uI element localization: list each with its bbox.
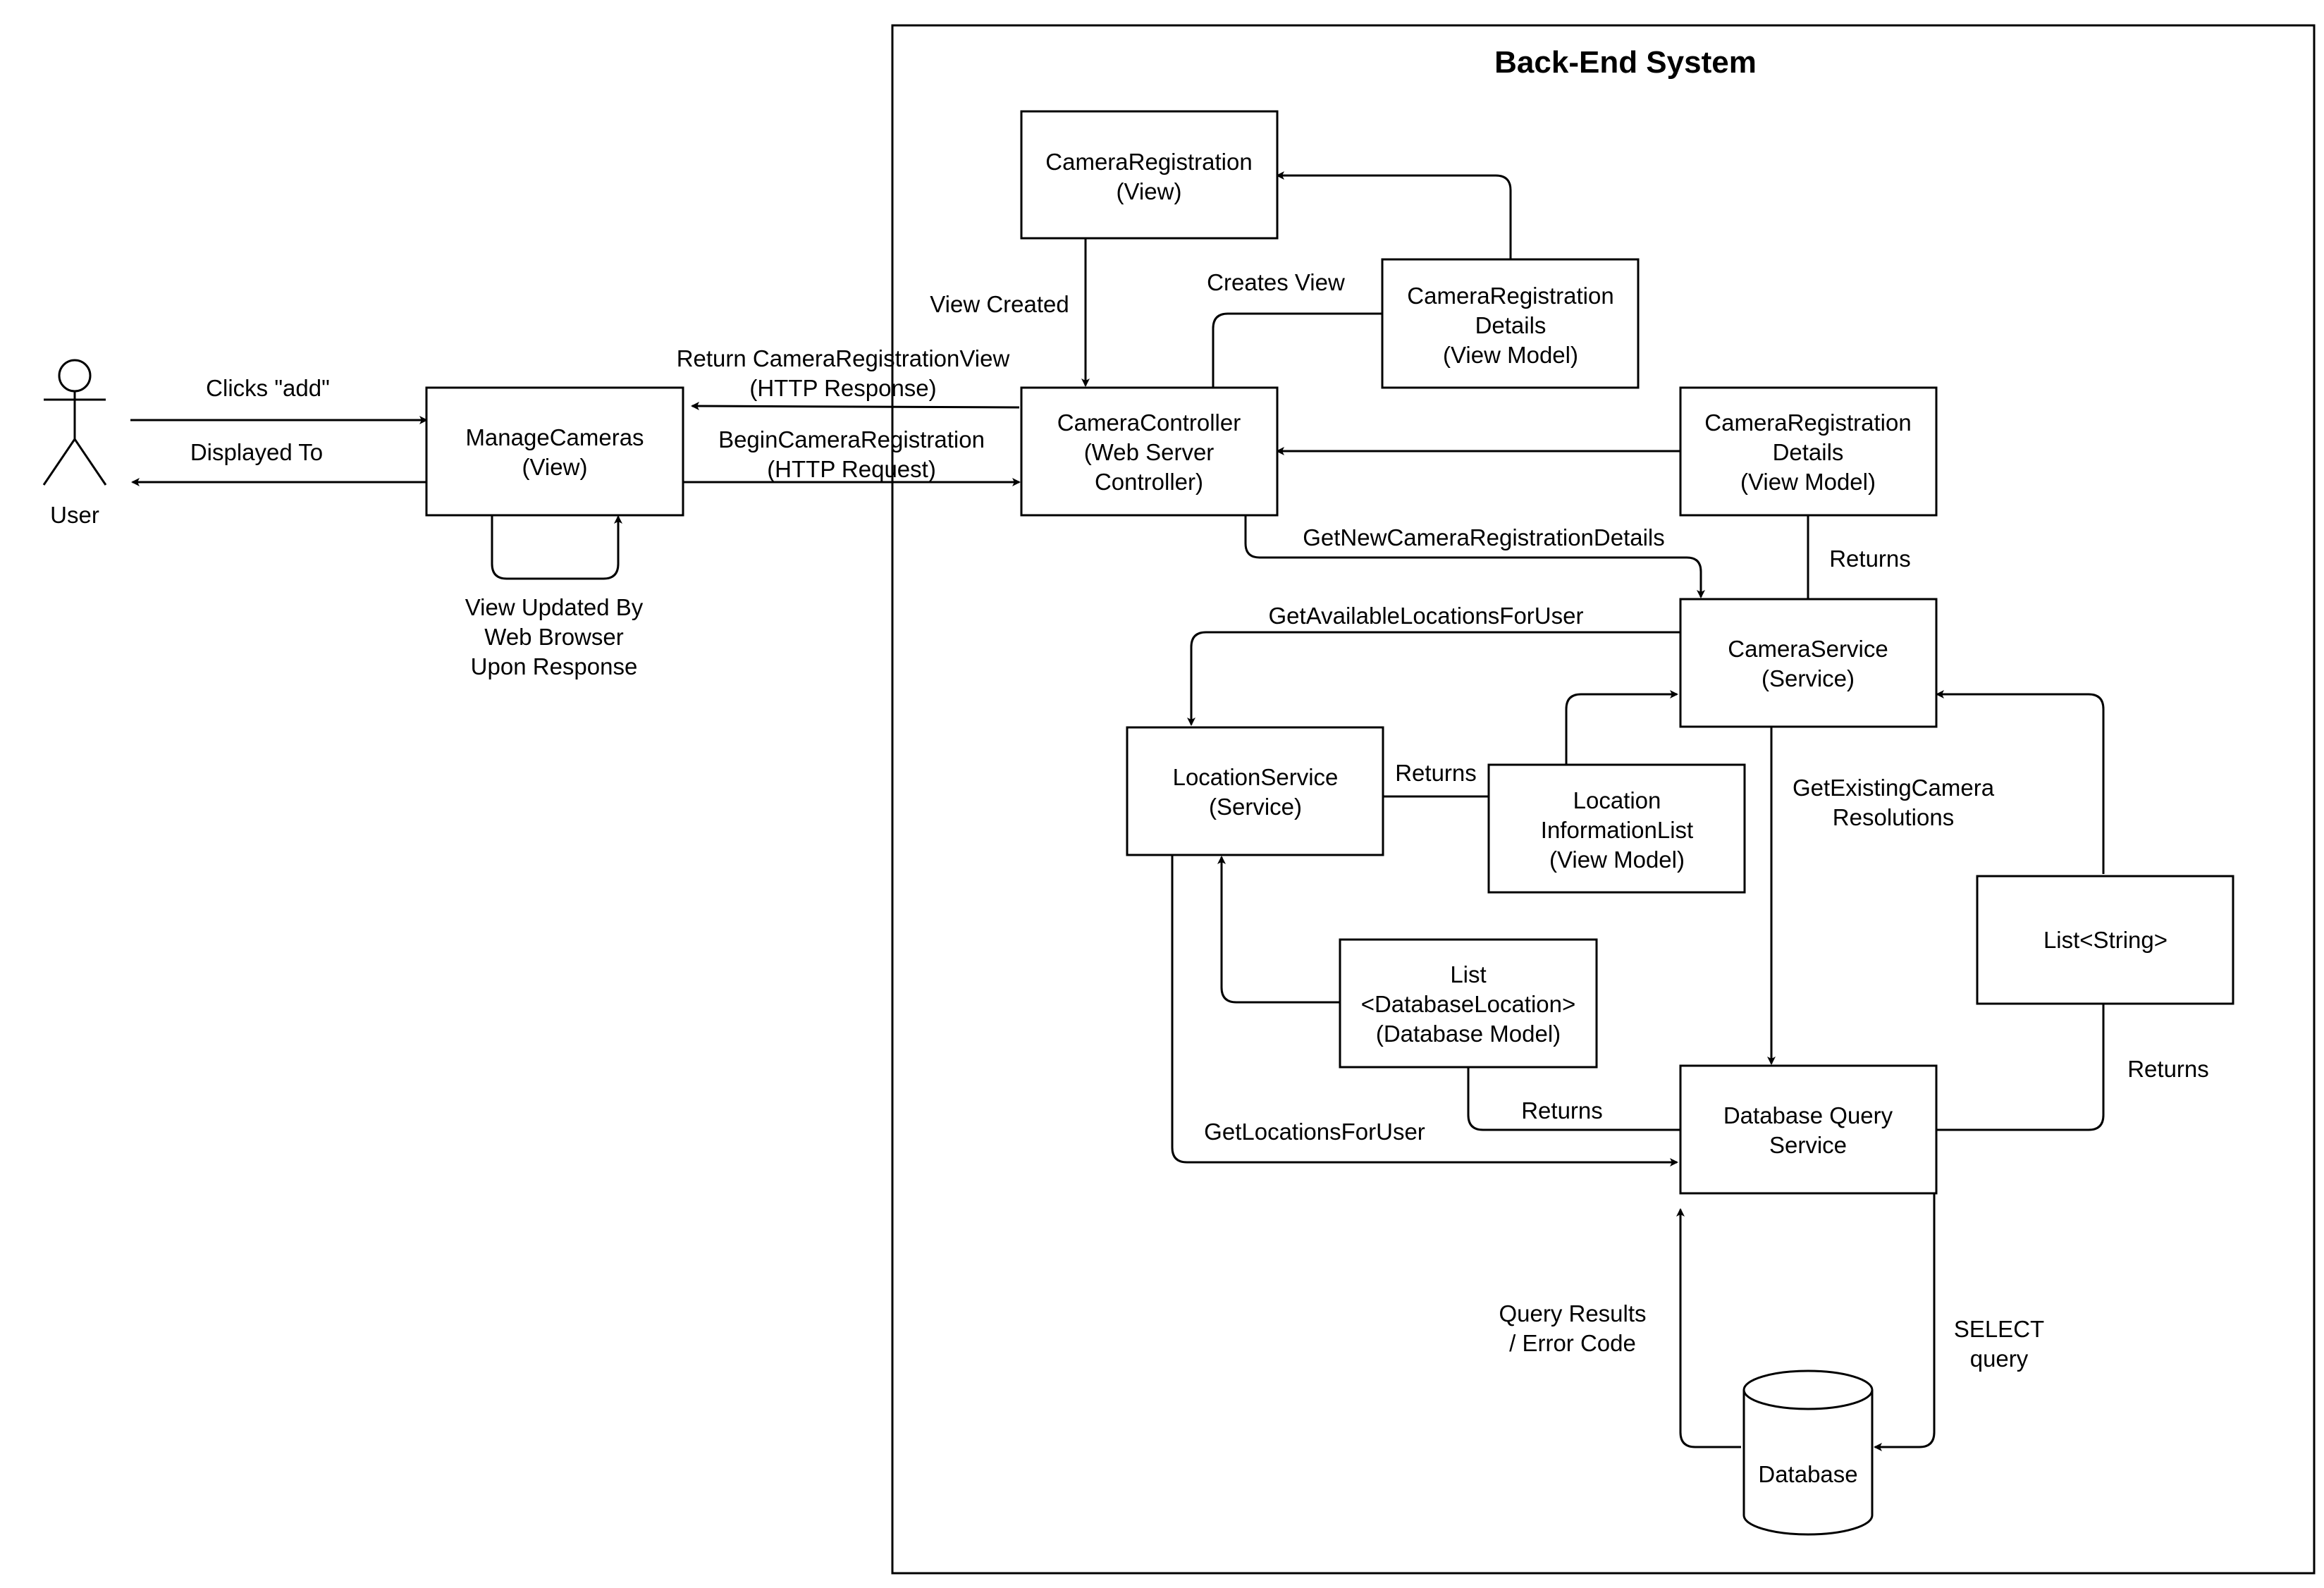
- node-camera-registration-details-mid: CameraRegistration Details (View Model): [1679, 386, 1938, 517]
- edge-creates-view: [1212, 312, 1382, 387]
- svg-text:(Service): (Service): [1762, 665, 1855, 691]
- node-camera-registration-view: CameraRegistration (View): [1020, 110, 1279, 240]
- node-location-information-list: Location InformationList (View Model): [1487, 763, 1746, 894]
- svg-text:CameraRegistration: CameraRegistration: [1704, 410, 1911, 436]
- edge-get-available-locations: [1187, 631, 1680, 726]
- svg-text:List: List: [1450, 961, 1486, 987]
- svg-text:List<String>: List<String>: [2043, 927, 2168, 953]
- svg-text:Location: Location: [1573, 787, 1661, 813]
- label-returns-strings: Returns: [2127, 1056, 2209, 1082]
- svg-text:(Database Model): (Database Model): [1376, 1021, 1561, 1047]
- node-camera-registration-details-top: CameraRegistration Details (View Model): [1381, 258, 1640, 389]
- label-select-query-line2: query: [1970, 1346, 2029, 1372]
- label-begin-registration-line2: (HTTP Request): [767, 456, 936, 482]
- edge-list-string-to-camera-service: [1936, 690, 2105, 874]
- svg-text:ManageCameras: ManageCameras: [465, 424, 644, 450]
- edge-location-list-to-camera-service: [1565, 690, 1678, 768]
- svg-text:(View Model): (View Model): [1549, 847, 1685, 873]
- label-get-existing-resolutions-line2: Resolutions: [1833, 804, 1954, 830]
- label-return-view-line2: (HTTP Response): [749, 375, 936, 401]
- label-view-created: View Created: [930, 291, 1069, 317]
- label-select-query-line1: SELECT: [1954, 1316, 2044, 1342]
- user-actor-label: User: [50, 502, 99, 528]
- user-actor: User: [42, 359, 107, 528]
- label-returns-details: Returns: [1829, 546, 1911, 572]
- edge-select-query: [1874, 1193, 1936, 1451]
- edge-db-locations-to-location-service: [1217, 856, 1340, 1004]
- svg-text:(Web Server: (Web Server: [1084, 439, 1215, 465]
- node-manage-cameras: ManageCameras (View): [425, 386, 684, 517]
- edge-returns-db-locations: [1467, 1066, 1680, 1131]
- svg-text:CameraController: CameraController: [1057, 410, 1241, 436]
- label-displayed-to: Displayed To: [190, 439, 323, 465]
- node-list-database-location: List <DatabaseLocation> (Database Model): [1339, 938, 1598, 1069]
- svg-text:(View Model): (View Model): [1443, 342, 1578, 368]
- svg-text:CameraRegistration: CameraRegistration: [1045, 149, 1252, 175]
- label-view-updated-line3: Upon Response: [471, 653, 638, 679]
- label-query-results-line2: / Error Code: [1509, 1330, 1636, 1356]
- node-camera-service: CameraService (Service): [1679, 598, 1938, 728]
- label-creates-view: Creates View: [1207, 269, 1345, 295]
- svg-text:(View Model): (View Model): [1740, 469, 1876, 495]
- edge-query-results: [1676, 1208, 1741, 1448]
- edge-view-updated: [491, 515, 622, 580]
- edges: [130, 171, 2105, 1451]
- label-get-existing-resolutions-line1: GetExistingCamera: [1793, 775, 1995, 801]
- svg-text:(View): (View): [1117, 178, 1182, 204]
- label-get-available-locations: GetAvailableLocationsForUser: [1269, 603, 1584, 629]
- database-icon-label: Database: [1758, 1461, 1857, 1487]
- node-database-query-service: Database Query Service: [1679, 1064, 1938, 1195]
- svg-text:InformationList: InformationList: [1541, 817, 1693, 843]
- label-return-view-line1: Return CameraRegistrationView: [677, 345, 1010, 371]
- edge-get-locations-for-user: [1171, 855, 1678, 1167]
- svg-text:Service: Service: [1769, 1132, 1847, 1158]
- label-get-new-details: GetNewCameraRegistrationDetails: [1303, 524, 1665, 550]
- svg-text:Database Query: Database Query: [1723, 1102, 1893, 1128]
- label-query-results-line1: Query Results: [1499, 1300, 1646, 1327]
- label-get-locations-for-user: GetLocationsForUser: [1204, 1119, 1425, 1145]
- edge-get-new-details: [1244, 515, 1705, 598]
- node-location-service: LocationService (Service): [1126, 726, 1384, 856]
- svg-text:CameraService: CameraService: [1728, 636, 1888, 662]
- backend-system-frame: Back-End System: [891, 24, 2316, 1575]
- node-database: Database: [1742, 1370, 1874, 1536]
- svg-text:Details: Details: [1475, 312, 1547, 338]
- label-clicks-add: Clicks "add": [206, 375, 330, 401]
- svg-text:CameraRegistration: CameraRegistration: [1407, 283, 1613, 309]
- backend-system-title: Back-End System: [1494, 45, 1757, 80]
- node-camera-controller: CameraController (Web Server Controller): [1020, 386, 1279, 517]
- node-list-string: List<String>: [1976, 875, 2234, 1005]
- edge-details-to-registration-view: [1276, 171, 1512, 259]
- label-returns-location-list: Returns: [1395, 760, 1477, 786]
- edge-labels: Clicks "add" Displayed To View Updated B…: [190, 269, 2209, 1372]
- label-begin-registration-line1: BeginCameraRegistration: [718, 426, 985, 453]
- edge-returns-strings: [1934, 1004, 2105, 1131]
- edge-return-view: [691, 402, 1020, 411]
- svg-text:(View): (View): [522, 454, 588, 480]
- svg-text:(Service): (Service): [1209, 794, 1302, 820]
- svg-text:<DatabaseLocation>: <DatabaseLocation>: [1361, 991, 1576, 1017]
- svg-text:Controller): Controller): [1095, 469, 1203, 495]
- svg-text:Details: Details: [1773, 439, 1844, 465]
- label-returns-db-locations: Returns: [1521, 1097, 1603, 1124]
- svg-text:LocationService: LocationService: [1173, 764, 1339, 790]
- label-view-updated-line2: Web Browser: [484, 624, 623, 650]
- label-view-updated-line1: View Updated By: [465, 594, 644, 620]
